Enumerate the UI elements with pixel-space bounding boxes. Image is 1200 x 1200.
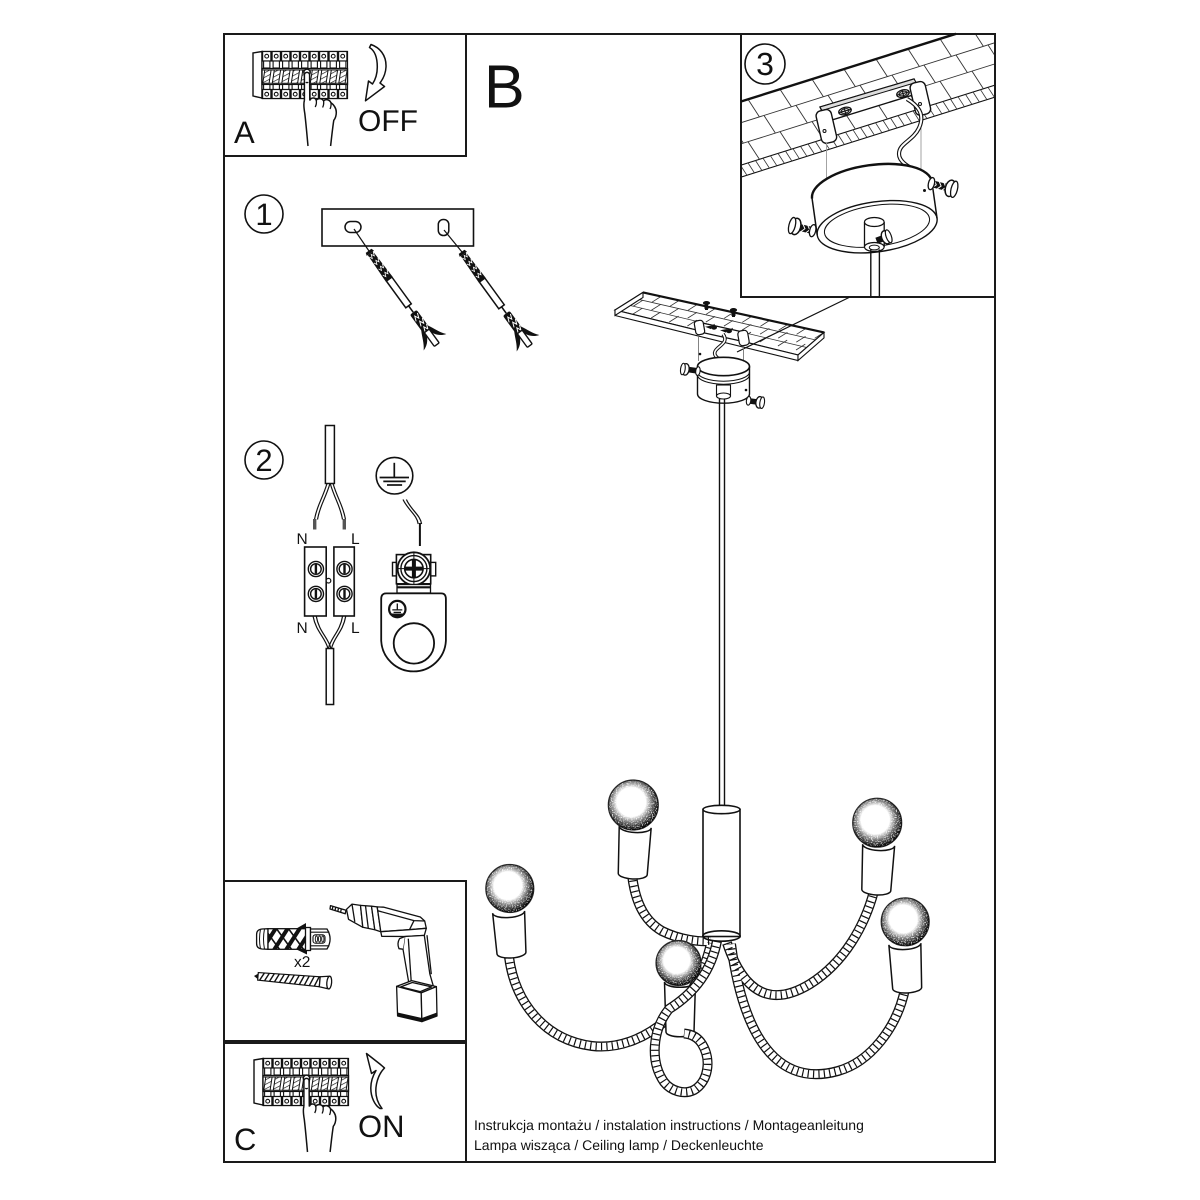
svg-text:L: L <box>351 620 360 637</box>
svg-text:Instrukcja montażu / instalati: Instrukcja montażu / instalation instruc… <box>474 1117 864 1133</box>
svg-text:2: 2 <box>255 443 272 478</box>
svg-text:C: C <box>234 1122 256 1157</box>
svg-text:1: 1 <box>255 197 272 232</box>
svg-text:3: 3 <box>756 46 774 82</box>
svg-text:B: B <box>484 53 525 121</box>
svg-text:ON: ON <box>358 1109 405 1144</box>
svg-text:x2: x2 <box>294 954 310 971</box>
svg-text:L: L <box>351 531 360 548</box>
svg-text:A: A <box>234 115 255 150</box>
svg-text:N: N <box>297 620 308 637</box>
svg-text:OFF: OFF <box>358 105 418 138</box>
svg-text:N: N <box>297 531 308 548</box>
svg-text:Lampa wisząca / Ceiling lamp: Lampa wisząca / Ceiling lamp / Deckenleu… <box>474 1137 764 1153</box>
